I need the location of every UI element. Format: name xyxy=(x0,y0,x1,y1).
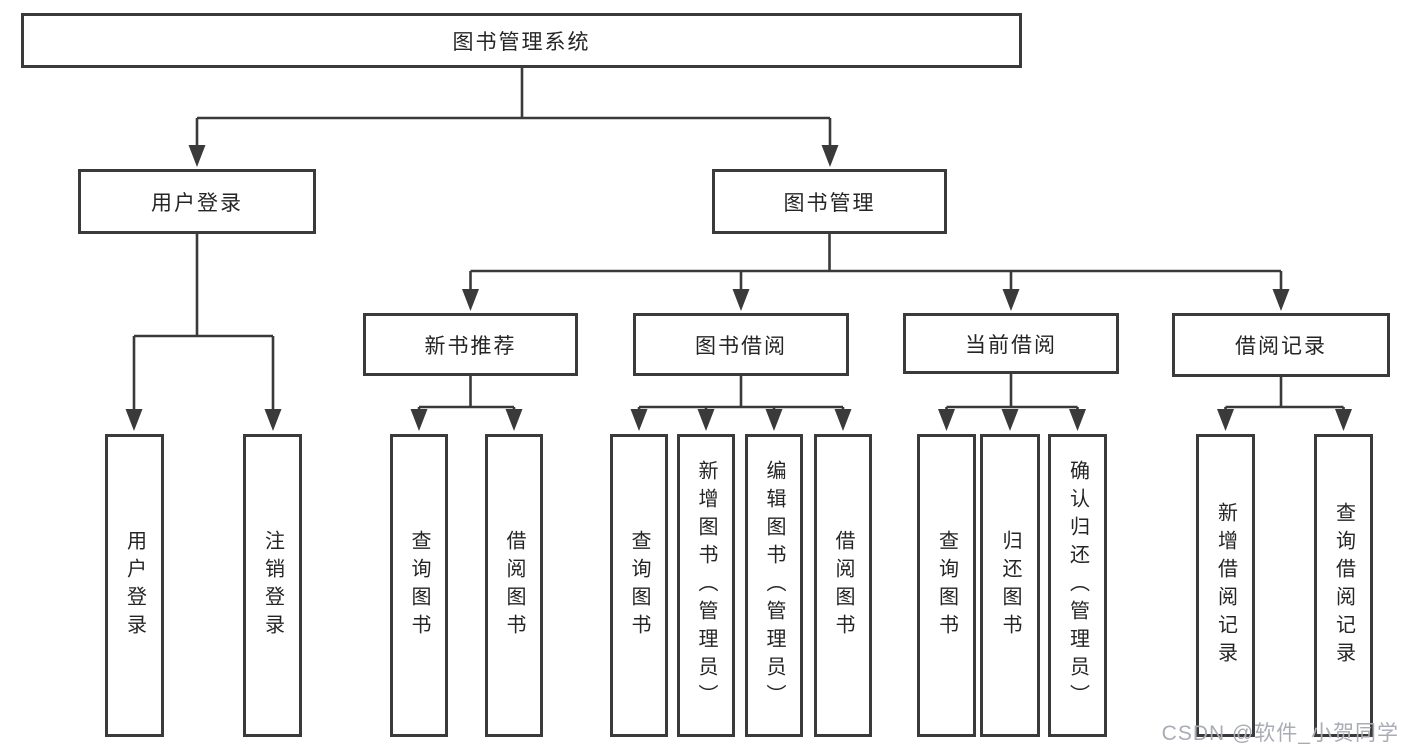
connector-userlogin-to-leaves xyxy=(125,234,282,431)
leaf-query-books-borrowing: 查询图书 xyxy=(610,434,668,737)
node-label: 当前借阅 xyxy=(965,333,1057,357)
leaf-confirm-return-admin: 确认归还（管理员） xyxy=(1048,434,1107,737)
leaf-add-books-admin: 新增图书（管理员） xyxy=(677,434,735,737)
leaf-borrow-books: 借阅图书 xyxy=(814,434,872,737)
leaf-user-login: 用户登录 xyxy=(105,434,164,737)
leaf-return-books: 归还图书 xyxy=(980,434,1040,737)
node-user-login: 用户登录 xyxy=(78,169,316,234)
node-new-book-recommendation: 新书推荐 xyxy=(363,313,578,376)
leaf-logout: 注销登录 xyxy=(243,434,302,737)
node-label: 借阅图书 xyxy=(503,529,525,642)
node-label: 新增借阅记录 xyxy=(1214,501,1237,670)
node-library-management-system: 图书管理系统 xyxy=(21,13,1022,68)
node-borrowing-records: 借阅记录 xyxy=(1172,313,1390,377)
connector-root-to-level2 xyxy=(188,68,839,167)
leaf-query-borrow-record: 查询借阅记录 xyxy=(1314,434,1373,737)
connector-bookmgmt-to-level3 xyxy=(462,234,1290,311)
node-label: 查询图书 xyxy=(408,529,430,642)
node-label: 借阅记录 xyxy=(1235,335,1327,358)
node-book-management: 图书管理 xyxy=(712,169,947,234)
leaf-edit-books-admin: 编辑图书（管理员） xyxy=(745,434,803,737)
leaf-borrow-books-newrec: 借阅图书 xyxy=(485,434,543,737)
node-label: 归还图书 xyxy=(999,529,1021,642)
leaf-query-books-current: 查询图书 xyxy=(917,434,976,737)
node-label: 查询图书 xyxy=(628,529,650,642)
node-label: 图书管理系统 xyxy=(452,30,591,54)
node-label: 图书借阅 xyxy=(695,334,787,358)
leaf-add-borrow-record: 新增借阅记录 xyxy=(1196,434,1255,737)
node-current-borrowing: 当前借阅 xyxy=(903,313,1119,374)
node-label: 图书管理 xyxy=(783,191,876,215)
node-label: 编辑图书（管理员） xyxy=(763,459,785,712)
connector-records-to-leaves xyxy=(1217,377,1352,431)
leaf-query-books-newrec: 查询图书 xyxy=(390,434,448,737)
node-label: 新增图书（管理员） xyxy=(695,459,717,712)
node-label: 借阅图书 xyxy=(832,529,854,642)
node-label: 确认归还（管理员） xyxy=(1066,459,1089,712)
csdn-watermark: CSDN @软件_小贺同学 xyxy=(1161,722,1399,745)
node-label: 查询图书 xyxy=(935,529,958,642)
node-label: 用户登录 xyxy=(123,529,146,642)
node-book-borrowing: 图书借阅 xyxy=(633,313,849,376)
node-label: 用户登录 xyxy=(151,191,243,215)
connector-borrowing-to-leaves xyxy=(630,376,852,431)
connector-newbook-to-leaves xyxy=(410,376,523,431)
connector-current-to-leaves xyxy=(938,373,1086,431)
node-label: 查询借阅记录 xyxy=(1332,501,1355,670)
node-label: 新书推荐 xyxy=(424,334,517,358)
node-label: 注销登录 xyxy=(261,529,284,642)
